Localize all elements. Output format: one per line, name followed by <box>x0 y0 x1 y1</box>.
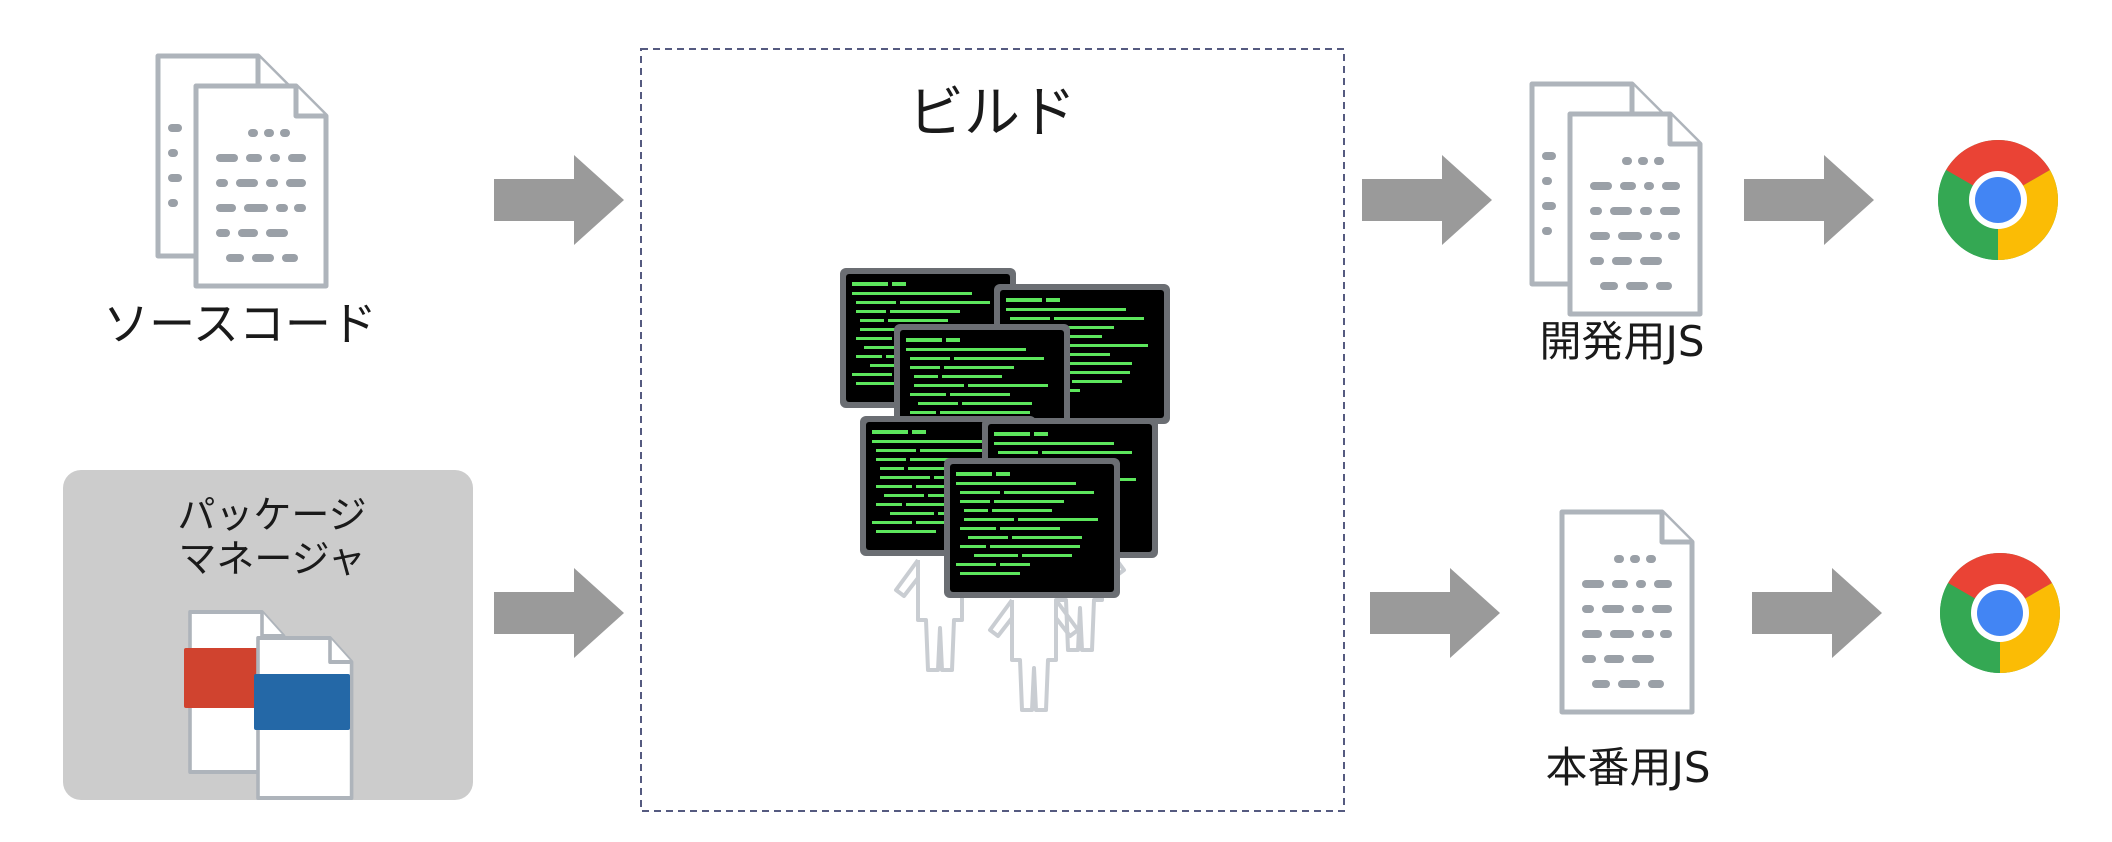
source-code-label: ソースコード <box>103 297 377 351</box>
arrow-build-to-dev <box>1362 155 1492 245</box>
package-manager-label-line1: パッケージ <box>177 493 366 537</box>
chrome-icon <box>1938 140 2058 260</box>
package-icon <box>184 612 352 798</box>
dev-js-label: 開発用JS <box>1539 317 1704 366</box>
arrow-package-to-build <box>494 568 624 658</box>
prod-js-node: 本番用JS <box>1545 512 1711 792</box>
build-node: ビルド <box>640 48 1345 812</box>
source-code-node: ソースコード <box>103 56 377 351</box>
arrow-dev-to-browser <box>1744 155 1874 245</box>
arrow-source-to-build <box>494 155 624 245</box>
document-icon <box>1562 512 1692 712</box>
package-manager-label-line2: マネージャ <box>178 537 365 581</box>
dev-js-node: 開発用JS <box>1532 84 1705 366</box>
build-label: ビルド <box>908 81 1076 146</box>
arrow-build-to-prod <box>1370 568 1500 658</box>
document-stack-icon <box>158 56 326 286</box>
arrow-prod-to-browser <box>1752 568 1882 658</box>
package-manager-node: パッケージ マネージャ <box>63 470 473 800</box>
document-stack-icon <box>1532 84 1700 314</box>
prod-js-label: 本番用JS <box>1545 743 1710 792</box>
chrome-icon <box>1940 553 2060 673</box>
